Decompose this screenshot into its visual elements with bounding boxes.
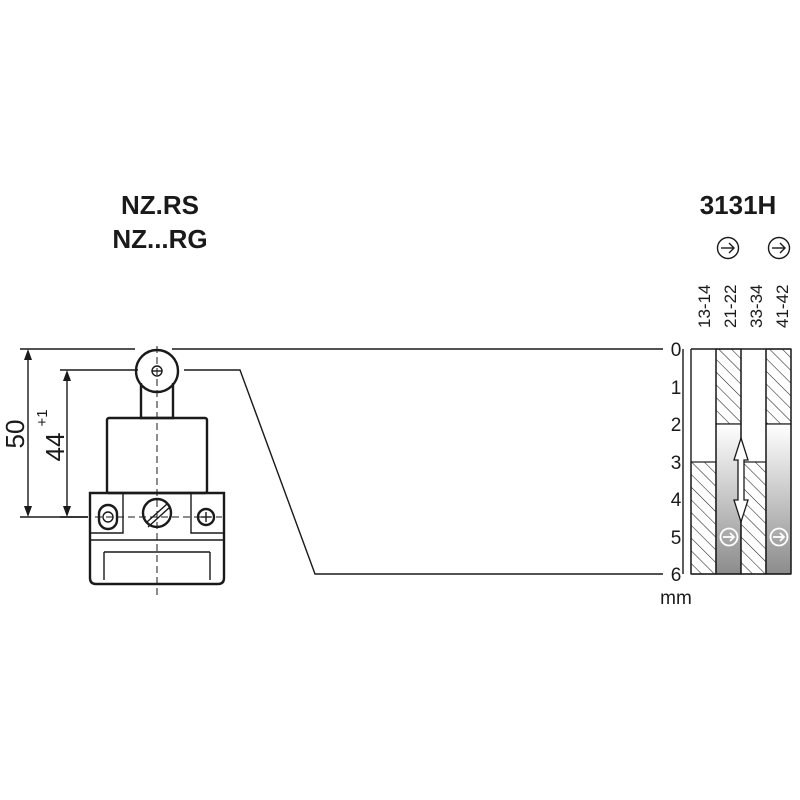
- travel-diagram: [690, 348, 792, 575]
- switch-type-label: 3131H: [700, 190, 777, 220]
- circled-right-arrow-icon: [769, 527, 789, 547]
- scale-tick-label: 5: [671, 528, 682, 549]
- dimension-actuation: 44 +1: [34, 369, 138, 518]
- contact-column-33-34: [740, 461, 767, 575]
- scale-tick-label: 1: [671, 378, 682, 399]
- dimension-overall-label: 50: [0, 420, 30, 449]
- contact-column-13-14: [690, 461, 717, 575]
- contact-column-label: 33-34: [747, 285, 766, 328]
- positive-opening-zone: [715, 423, 742, 575]
- dimension-overall: 50: [0, 348, 135, 518]
- dimension-tolerance-label: +1: [34, 409, 51, 426]
- scale-unit-label: mm: [660, 588, 692, 609]
- scale-tick-label: 4: [671, 490, 682, 511]
- scale-tick-label: 2: [671, 415, 682, 436]
- model-name-1: NZ.RS: [121, 190, 199, 220]
- circled-right-arrow-icon: [767, 236, 791, 260]
- circled-right-arrow-icon: [719, 527, 739, 547]
- dimension-actuation-label: 44: [40, 433, 70, 462]
- positive-opening-zone: [765, 423, 792, 575]
- contact-column-21-22: [715, 348, 742, 425]
- contact-column-label: 41-42: [773, 285, 792, 328]
- contact-column-41-42: [765, 348, 792, 425]
- circled-right-arrow-icon: [716, 236, 740, 260]
- travel-scale: 0 1 2 3 4 5 6 mm: [660, 340, 692, 609]
- scale-tick-label: 6: [671, 565, 682, 586]
- scale-tick-label: 3: [671, 453, 682, 474]
- contact-column-label: 21-22: [721, 285, 740, 328]
- scale-tick-label: 0: [671, 340, 682, 361]
- double-arrow-icon: [733, 435, 749, 525]
- contact-column-label: 13-14: [695, 285, 714, 328]
- travel-leader-lines: [172, 348, 663, 575]
- model-name-2: NZ...RG: [112, 224, 207, 254]
- switch-body: [88, 346, 226, 595]
